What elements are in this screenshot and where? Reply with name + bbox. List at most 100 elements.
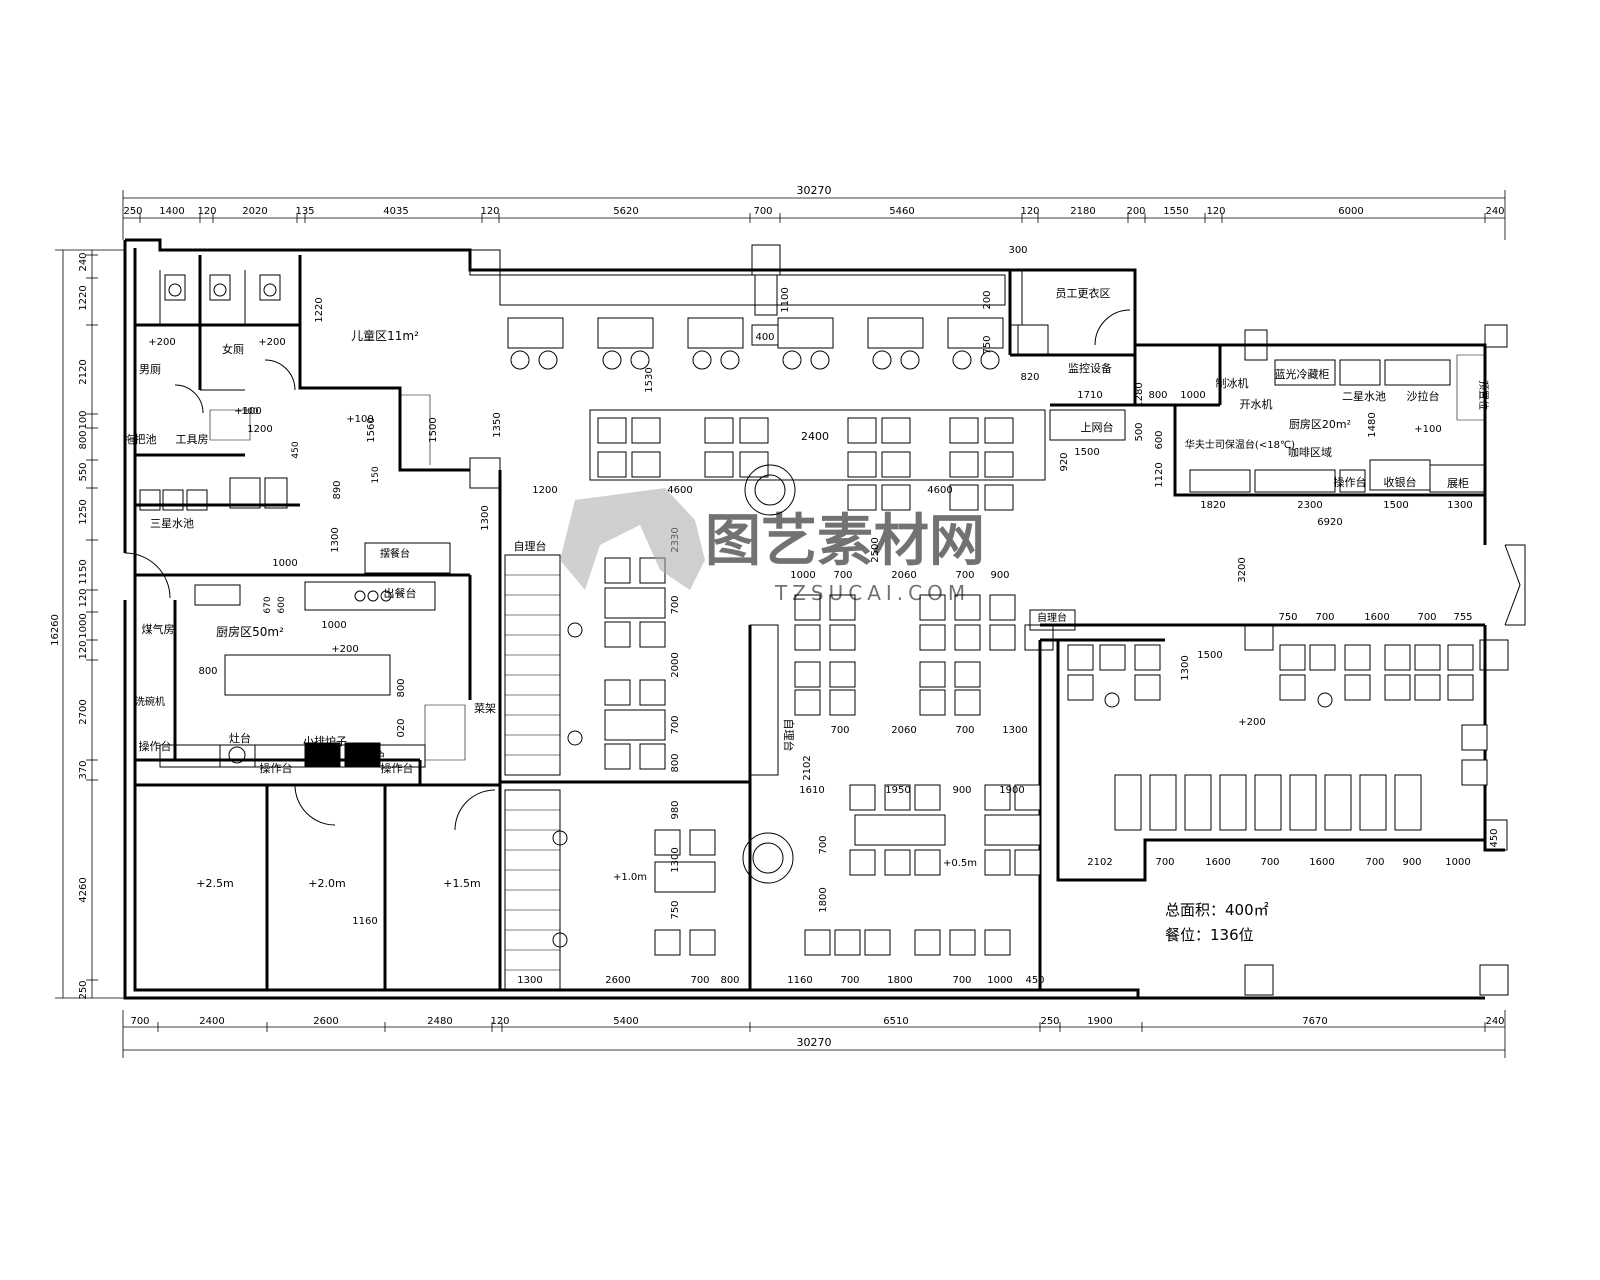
top-dim: 135 (295, 206, 314, 217)
dim-label: 700 (1155, 857, 1174, 868)
dim-label: 1300 (517, 975, 542, 986)
left-dimension-chain: 16260 240 1220 2120 800 100 550 1250 115… (50, 249, 125, 1000)
watermark-brand: 图艺素材网 (705, 509, 985, 574)
top-dim: 5460 (889, 206, 914, 217)
dim-label: 2500 (870, 537, 881, 562)
dim-label: 1000 (790, 570, 815, 581)
dim-label: 1610 (799, 785, 824, 796)
dim-label: 1800 (887, 975, 912, 986)
dim-label: 750 (670, 900, 681, 919)
dim-label: 1200 (247, 424, 272, 435)
left-dim: 2120 (78, 359, 89, 384)
right-service-block: 员工更衣区 监控设备 上网台 制冰机 开水机 蓝光冷藏柜 二星水池 沙拉台 预置… (1008, 245, 1490, 583)
serving-counter-label: 出餐台 (384, 586, 417, 600)
seat-group-center (604, 557, 716, 956)
mens-wc-label: 男厕 (139, 363, 161, 376)
dim-label: 1600 (1309, 857, 1334, 868)
dim-label: 450 (1489, 828, 1500, 847)
showcase-label: 展柜 (1447, 477, 1469, 490)
level-mark: +100 (234, 406, 261, 417)
monitor-label: 监控设备 (1068, 361, 1112, 375)
dim-label: 750 (982, 335, 993, 354)
tool-room-label: 工具房 (176, 433, 209, 446)
main-kitchen: 三星水池 煤气房 厨房区50m² 摆餐台 出餐台 操作台 操作台 操作台 灶台 … (124, 477, 496, 785)
left-dim: 1150 (78, 559, 89, 584)
upload-counter-label: 上网台 (1081, 420, 1114, 434)
level-mark: +100 (1414, 424, 1441, 435)
dim-label: 700 (840, 975, 859, 986)
dim-label: 900 (952, 785, 971, 796)
top-dim: 120 (1206, 206, 1225, 217)
dim-label: 800 (720, 975, 739, 986)
dim-label: 150 (371, 466, 381, 483)
self-serve-label: 自理台 (1037, 611, 1067, 624)
kitchen-small-label: 厨房区20m² (1289, 418, 1351, 431)
dim-label: 700 (955, 570, 974, 581)
dim-label: 700 (833, 570, 852, 581)
dim-label: 400 (755, 332, 774, 343)
cashier-label: 收银台 (1384, 475, 1417, 489)
work-counter-label: 操作台 (139, 739, 172, 753)
dim-label: 450 (291, 441, 301, 458)
restroom-block: 男厕 女厕 +200 +200 儿童区11m² 拖把池 工具房 +100 +10… (124, 255, 503, 553)
dim-label: 1900 (999, 785, 1024, 796)
top-dim: 5620 (613, 206, 638, 217)
top-dim: 6000 (1338, 206, 1363, 217)
dim-label: 920 (1059, 452, 1070, 471)
dim-label: 700 (670, 715, 681, 734)
dim-label: 1500 (1074, 447, 1099, 458)
top-dim: 1550 (1163, 206, 1188, 217)
top-dim: 120 (197, 206, 216, 217)
private-rooms: +2.5m +2.0m +1.5m 1160 (135, 470, 502, 990)
dim-label: 800 (198, 666, 217, 677)
bottom-dim: 250 (1040, 1016, 1059, 1027)
summary-block: 总面积：400㎡ 餐位：136位 (1165, 901, 1269, 944)
dim-label: 600 (277, 596, 287, 613)
dim-label: 1000 (1445, 857, 1470, 868)
dim-label: 700 (955, 725, 974, 736)
bottom-dim: 120 (490, 1016, 509, 1027)
overall-width-top: 30270 (797, 184, 832, 197)
level-mark: +2.0m (308, 877, 345, 890)
toast-warmer-label: 华夫士司保温台(<18℃) (1185, 438, 1295, 451)
overall-width-bottom: 30270 (797, 1036, 832, 1049)
bottom-dim: 2600 (313, 1016, 338, 1027)
total-area-text: 总面积：400㎡ (1165, 901, 1269, 919)
dim-label: 1500 (1197, 650, 1222, 661)
left-dim: 550 (78, 462, 89, 481)
dim-label: 700 (830, 725, 849, 736)
level-mark: +100 (346, 414, 373, 425)
bottom-dim: 7670 (1302, 1016, 1327, 1027)
dim-label: 1600 (1205, 857, 1230, 868)
dim-label: 2400 (801, 430, 829, 443)
dim-label: 700 (1417, 612, 1436, 623)
dim-label: 3200 (1237, 557, 1248, 582)
dim-label: 700 (952, 975, 971, 986)
outer-walls (123, 238, 1509, 1000)
dim-label: 1000 (987, 975, 1012, 986)
dim-label: 1820 (1200, 500, 1225, 511)
left-dim: 4260 (78, 877, 89, 902)
watermark-logo-icon (560, 488, 705, 590)
mop-pool-label: 拖把池 (124, 432, 157, 446)
cashier-display-label: 预置位 (1477, 380, 1490, 410)
bottom-dim: 240 (1485, 1016, 1504, 1027)
dim-label: 820 (1020, 372, 1039, 383)
dim-label: 1300 (480, 505, 491, 530)
level-mark: +200 (331, 644, 358, 655)
dim-label: 2600 (605, 975, 630, 986)
dim-label: 500 (1134, 422, 1145, 441)
level-mark: +200 (148, 337, 175, 348)
left-dim: 120 (78, 588, 89, 607)
dim-label: 2060 (891, 725, 916, 736)
dim-label: 1160 (352, 916, 377, 927)
stove-label: 灶台 (229, 731, 251, 745)
dim-label: 2300 (1297, 500, 1322, 511)
dim-label: 2060 (891, 570, 916, 581)
dim-label: 6920 (1317, 517, 1342, 528)
bottom-dim: 2400 (199, 1016, 224, 1027)
left-dim: 250 (78, 980, 89, 999)
dim-label: 890 (332, 480, 343, 499)
dim-label: 1100 (780, 287, 791, 312)
